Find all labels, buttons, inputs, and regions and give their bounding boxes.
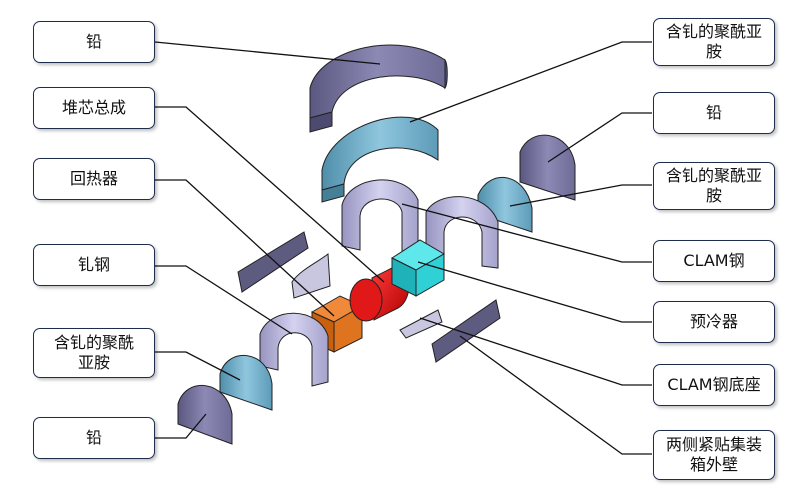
leader-lead-top-left [154,41,381,65]
label-heat-regenerator: 回热器 [33,158,155,200]
gd-polyimide-left-end-cap [219,354,273,411]
clam-base-sheet-left [291,253,331,299]
leader-lead-right [547,112,652,163]
clam-steel-arch-back [341,179,419,253]
leader-heat-regenerator [155,179,335,317]
dark-plate-left [237,231,309,293]
leader-gadolinium-steel [155,265,293,335]
gd-polyimide-top-half-shell [321,116,439,203]
leader-clam-steel-base [419,317,652,386]
label-lead-right: 铅 [653,92,775,134]
label-gd-polyimide-top-right: 含钆的聚酰亚 胺 [653,18,775,66]
leader-side-wall [459,335,652,455]
label-gd-polyimide-left: 含钆的聚酰 亚胺 [33,328,155,378]
clam-base-sheet-right [399,309,443,339]
precooler-block [390,239,445,297]
label-precooler: 预冷器 [653,301,775,343]
lead-top-half-shell [309,44,448,133]
label-side-wall: 两侧紧贴集装 箱外壁 [653,430,775,480]
leader-gd-polyimide-top-right [409,41,652,123]
label-clam-steel: CLAM钢 [653,240,775,282]
leader-core-assembly [155,106,385,283]
leader-lead-bottom-left [155,413,207,439]
lead-right-end-cap [519,134,576,201]
label-lead-top-left: 铅 [33,21,155,63]
label-lead-bottom-left: 铅 [33,417,155,459]
clam-steel-arch-left [259,312,329,387]
label-gadolinium-steel: 钆钢 [33,244,155,286]
leader-clam-steel [401,203,652,263]
leader-precooler [417,261,652,323]
dark-plate-right [431,299,501,363]
leader-gd-polyimide-left [155,351,241,381]
label-clam-steel-base: CLAM钢底座 [653,364,775,406]
label-core-assembly: 堆芯总成 [33,87,155,129]
label-gd-polyimide-mid-right: 含钆的聚酰亚 胺 [653,162,775,210]
leader-gd-polyimide-mid-right [509,184,652,207]
